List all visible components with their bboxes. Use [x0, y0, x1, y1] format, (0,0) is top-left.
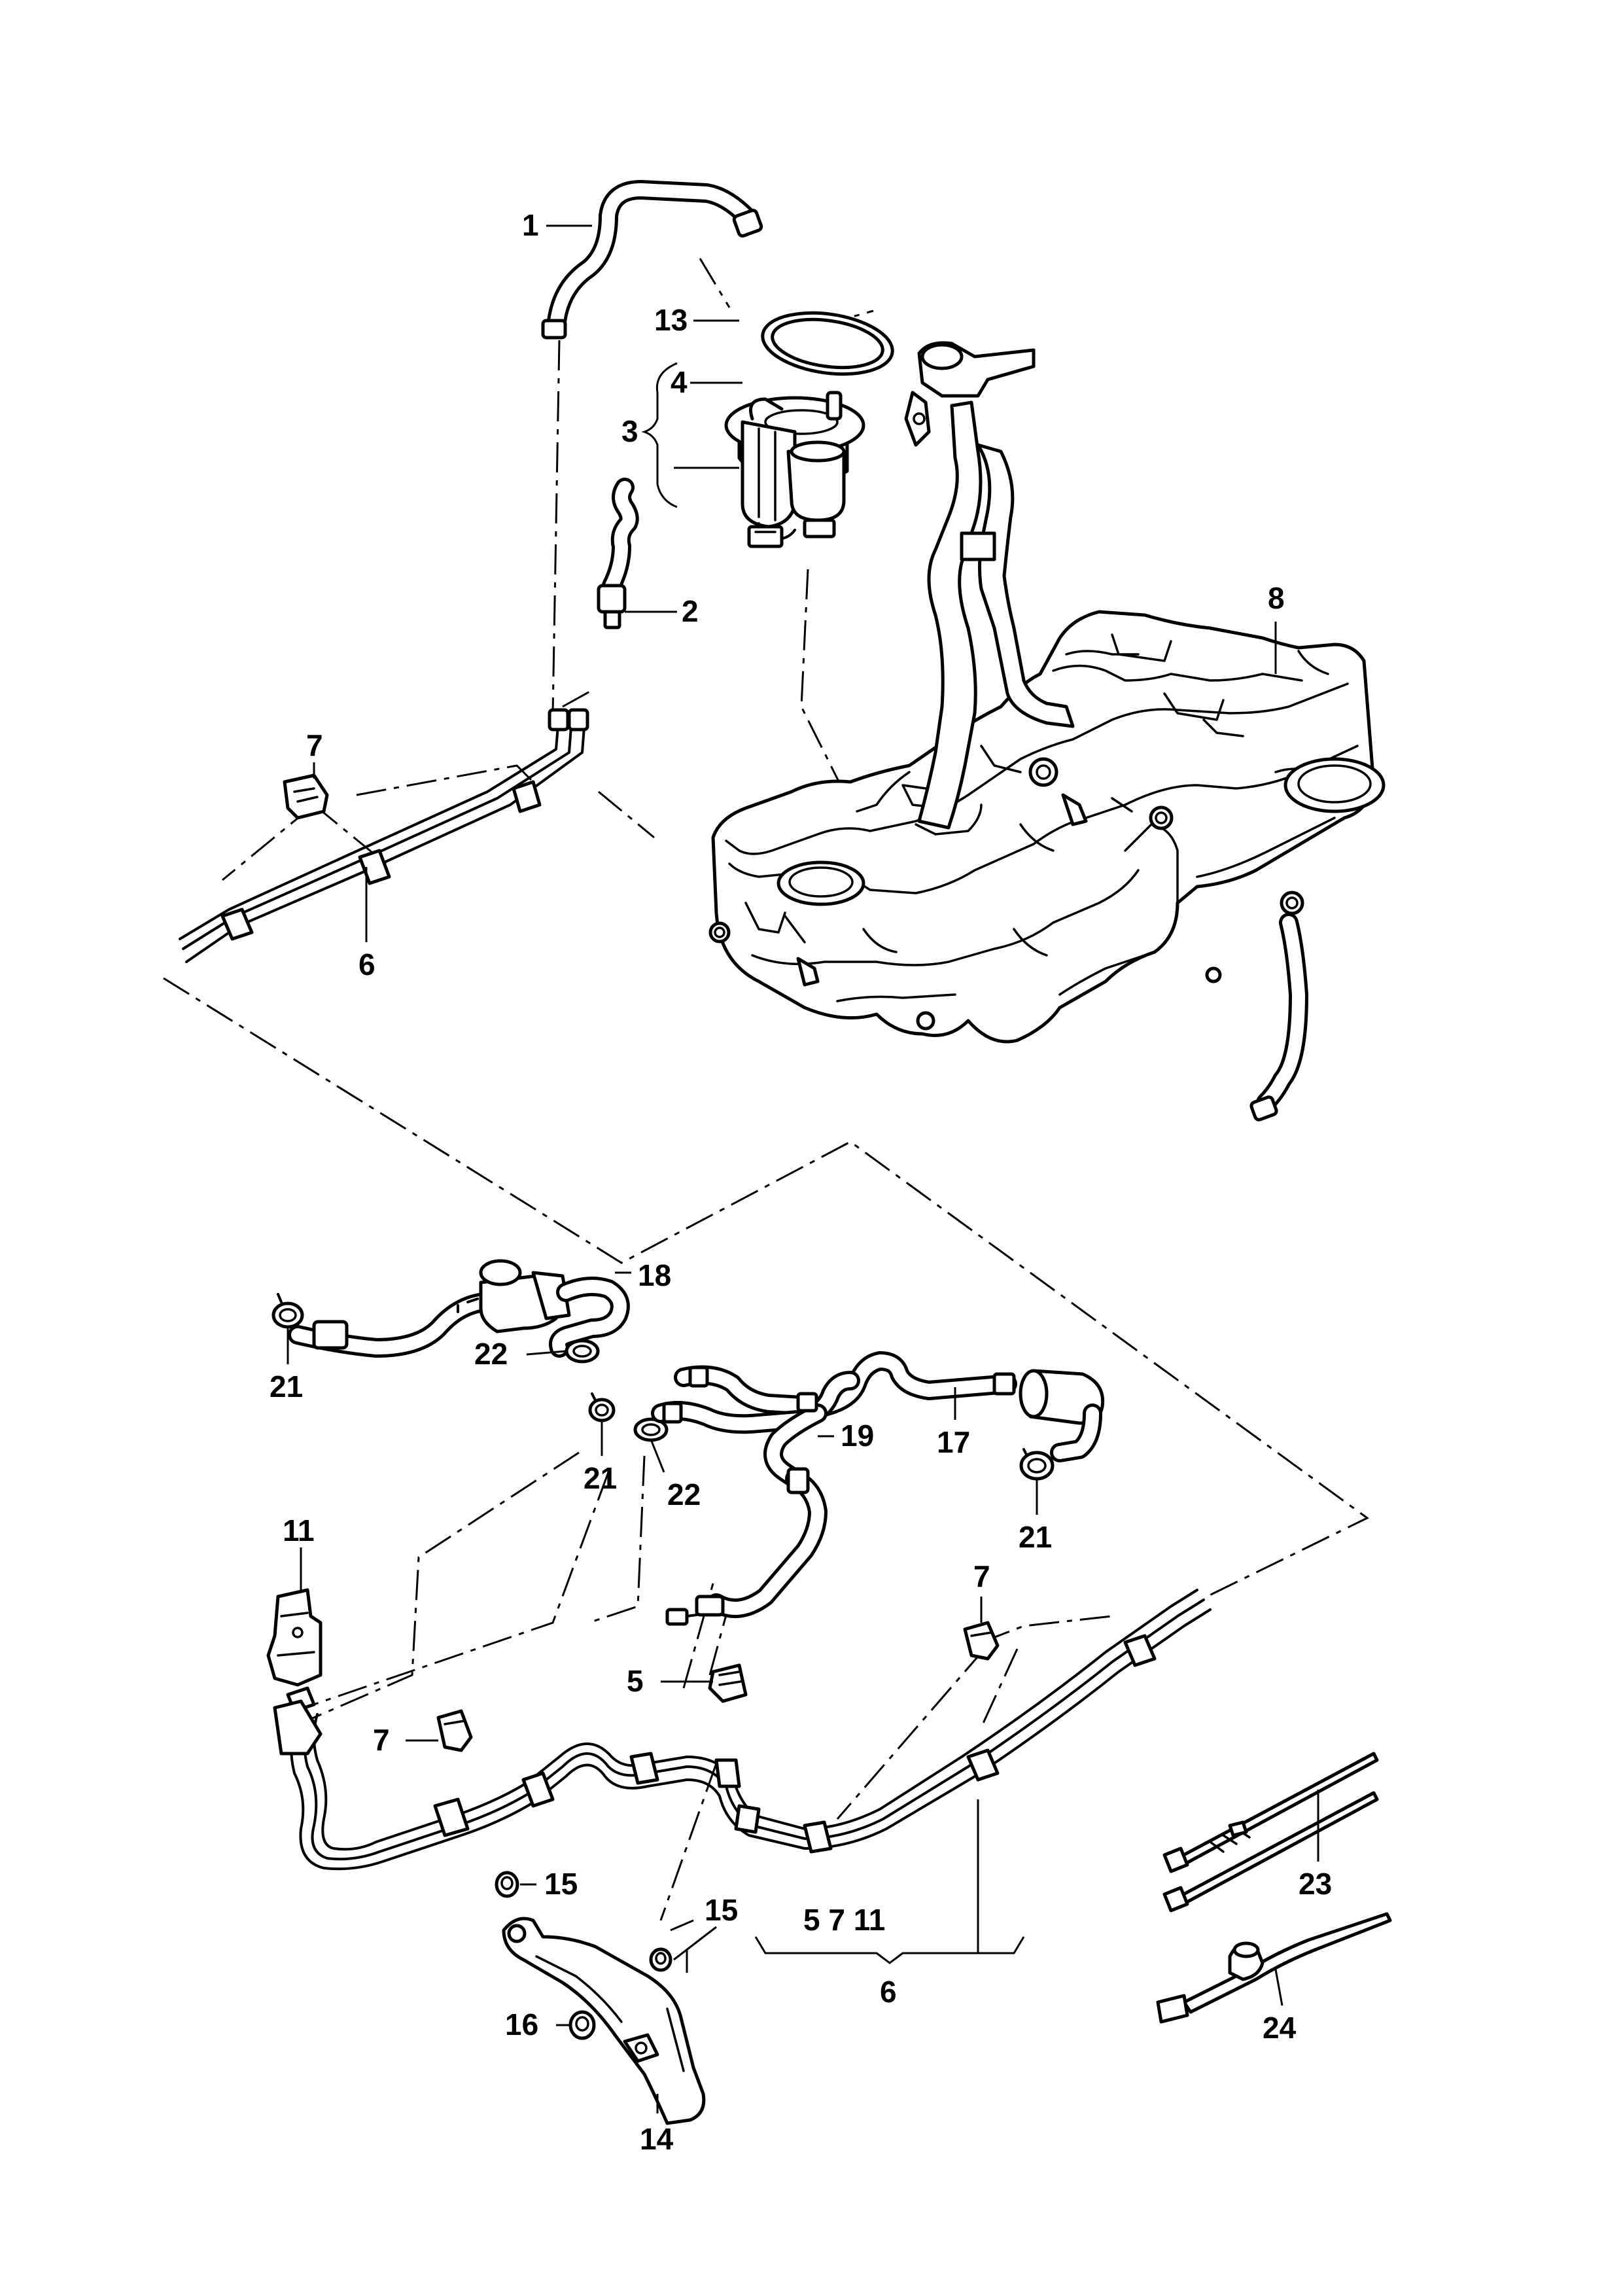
- callout-24: 24: [1263, 2011, 1297, 2045]
- leader-lines: [287, 224, 1319, 2113]
- callout-22-upper: 22: [474, 1337, 508, 1371]
- callout-19: 19: [841, 1419, 874, 1453]
- callout-1: 1: [522, 208, 539, 242]
- callout-22-lower: 22: [667, 1477, 701, 1511]
- part-11-bracket: [266, 1588, 323, 1713]
- connecting-hose: [665, 1467, 828, 1626]
- callout-7-top: 7: [306, 728, 323, 762]
- callout-6-bottom: 6: [880, 1975, 897, 2009]
- part-14-heat-shield: [502, 1916, 706, 2125]
- callout-6-top: 6: [358, 947, 375, 981]
- callout-17: 17: [937, 1425, 970, 1459]
- part-3-fuel-pump-module: [724, 391, 865, 548]
- part-1-fuel-line: [541, 180, 763, 340]
- part-13-seal-ring: [761, 311, 894, 376]
- part-24-clip-tie: [1156, 1912, 1392, 2024]
- callout-2: 2: [682, 594, 699, 628]
- callout-18: 18: [638, 1258, 671, 1292]
- part-16-nut: [568, 2010, 596, 2040]
- part-17-19-vent-hoses: [651, 1351, 1105, 1489]
- part-18-valve-hose: [288, 1259, 630, 1358]
- callout-21-left: 21: [270, 1369, 303, 1404]
- callout-15-left: 15: [544, 1867, 578, 1901]
- callout-labels: 1 2 3 4 13 7 6 8 18 21 22 21 22 19 17 21…: [270, 208, 1332, 2156]
- callout-7-right: 7: [973, 1559, 990, 1593]
- part-6-pipe-bundle-top: [179, 708, 589, 963]
- callout-11: 11: [283, 1513, 315, 1547]
- callout-21-mid: 21: [584, 1461, 617, 1495]
- filler-neck-pipe: [904, 341, 1075, 830]
- callout-15-right: 15: [705, 1893, 738, 1927]
- part-2-hose: [597, 478, 639, 629]
- part-8-fuel-tank: [708, 610, 1386, 1122]
- callout-4: 4: [671, 365, 688, 399]
- callout-14: 14: [640, 2122, 674, 2156]
- part-22-hose-clamps: [565, 1339, 669, 1442]
- part-6-pipe-bundle-bottom: [273, 1589, 1212, 1871]
- callout-13: 13: [654, 303, 688, 337]
- callout-5: 5: [627, 1664, 644, 1698]
- callout-3: 3: [621, 414, 638, 448]
- callout-8: 8: [1268, 581, 1285, 615]
- callout-set-contents: 5 7 11: [803, 1903, 885, 1937]
- callout-16: 16: [505, 2007, 538, 2041]
- callout-21-right: 21: [1019, 1520, 1052, 1554]
- callout-7-left: 7: [373, 1723, 390, 1757]
- callout-23: 23: [1299, 1867, 1332, 1901]
- part-15-nuts: [495, 1871, 672, 1972]
- part-23-cable-ties: [1162, 1752, 1379, 1913]
